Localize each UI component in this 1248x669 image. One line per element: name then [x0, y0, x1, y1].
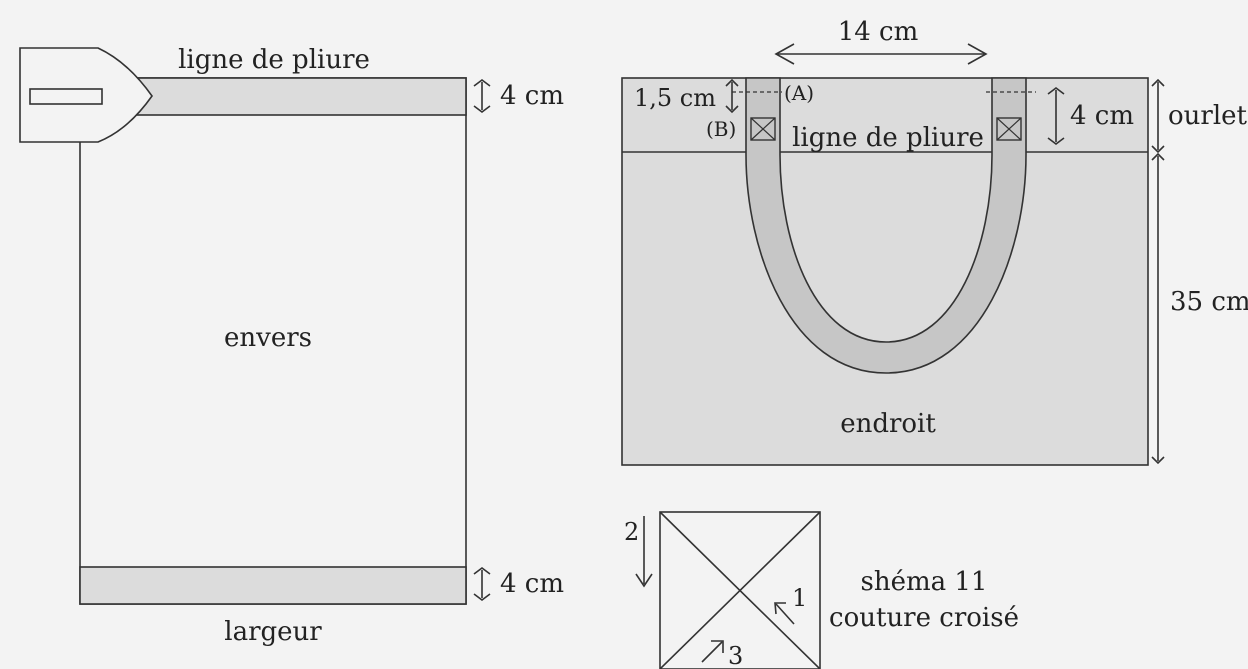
iron-icon — [19, 47, 153, 143]
bottom-fold-band — [79, 566, 467, 605]
largeur-label: largeur — [224, 617, 322, 647]
step-3-arrow — [701, 640, 724, 663]
point-b-label: (B) — [706, 117, 736, 141]
cross-stitch-left — [750, 117, 776, 141]
envers-label: envers — [224, 323, 312, 353]
hem-dimension — [1047, 87, 1065, 145]
cross-stitch-detail: 2 1 3 shéma 11 couture croisé — [624, 511, 1019, 669]
top-band-dim-label: 4 cm — [500, 81, 564, 111]
step-2-arrow — [635, 516, 653, 588]
bottom-band-dimension — [473, 567, 491, 601]
hem-dim-label: 4 cm — [1070, 101, 1134, 131]
handle-strap — [745, 77, 1027, 374]
right-fold-line-label: ligne de pliure — [792, 123, 984, 153]
height-dimension — [1151, 152, 1165, 465]
top-band-dimension — [473, 79, 491, 113]
cross-stitch-right — [996, 117, 1022, 141]
bottom-band-dim-label: 4 cm — [500, 569, 564, 599]
fabric-back-outline — [79, 77, 467, 605]
offset-label: 1,5 cm — [634, 84, 716, 112]
left-fold-line-label: ligne de pliure — [178, 45, 370, 75]
schema-caption-line2: couture croisé — [829, 603, 1019, 633]
step-1-label: 1 — [792, 584, 807, 612]
handle-width-label: 14 cm — [838, 17, 919, 47]
point-a-label: (A) — [784, 81, 814, 105]
step-1-arrow — [774, 602, 795, 625]
step-3-label: 3 — [728, 642, 743, 669]
right-panel: 14 cm 1,5 cm (A) (B) ligne de pliure 4 c… — [621, 17, 1248, 466]
height-label: 35 cm — [1170, 287, 1248, 317]
schema-caption-line1: shéma 11 — [861, 567, 988, 597]
endroit-label: endroit — [840, 409, 936, 439]
offset-dimension — [725, 78, 739, 114]
left-panel: ligne de pliure 4 cm envers 4 cm largeur — [19, 45, 564, 647]
fabric-front — [621, 77, 1149, 466]
ourlet-dimension — [1151, 78, 1165, 154]
step-2-label: 2 — [624, 518, 639, 546]
handle-width-dimension — [774, 43, 988, 65]
ourlet-label: ourlet — [1168, 101, 1248, 131]
